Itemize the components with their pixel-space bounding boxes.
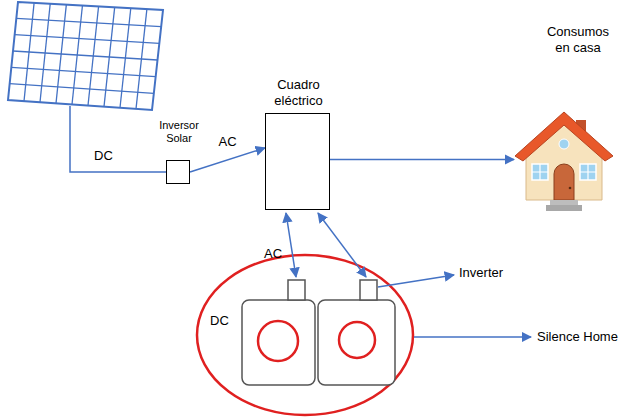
flow-arrow xyxy=(190,148,265,172)
panel-cell-line xyxy=(11,67,155,76)
signal-label: DC xyxy=(210,314,229,328)
node-heading: Consumos en casa xyxy=(541,24,615,57)
ac-link-arrow xyxy=(286,213,296,277)
signal-label: AC xyxy=(264,247,282,261)
panel-cell-line xyxy=(13,51,158,60)
panel-grid xyxy=(10,3,162,109)
inverter-box: Inversor Solar xyxy=(166,160,190,184)
callout-label: Inverter xyxy=(459,266,503,280)
house-icon xyxy=(514,108,614,213)
battery-terminal xyxy=(288,280,305,300)
battery-unit xyxy=(318,300,395,385)
battery-unit xyxy=(242,300,315,385)
dc-wire xyxy=(70,106,166,172)
solar-panel xyxy=(8,2,163,110)
panel-cell-line xyxy=(10,84,154,94)
node-heading: Cuadro eléctrico xyxy=(262,77,336,110)
node-heading: Inversor Solar xyxy=(151,119,207,147)
battery-circle xyxy=(339,322,375,358)
house-node: Consumos en casa xyxy=(514,108,614,213)
leader-arrow xyxy=(414,336,531,338)
flow-arrow xyxy=(330,159,514,161)
group-ellipse xyxy=(197,255,413,415)
panel-cell-line xyxy=(15,35,160,44)
panel-board-box: Cuadro eléctrico xyxy=(265,113,330,210)
panel-cell-line xyxy=(16,18,161,26)
ac-link-arrow xyxy=(318,213,366,277)
callout-label: Silence Home xyxy=(537,330,618,344)
leader-arrow xyxy=(378,275,454,287)
battery-terminal xyxy=(360,280,377,300)
signal-label: DC xyxy=(94,149,113,163)
battery-circle xyxy=(258,321,298,361)
signal-label: AC xyxy=(216,135,238,149)
